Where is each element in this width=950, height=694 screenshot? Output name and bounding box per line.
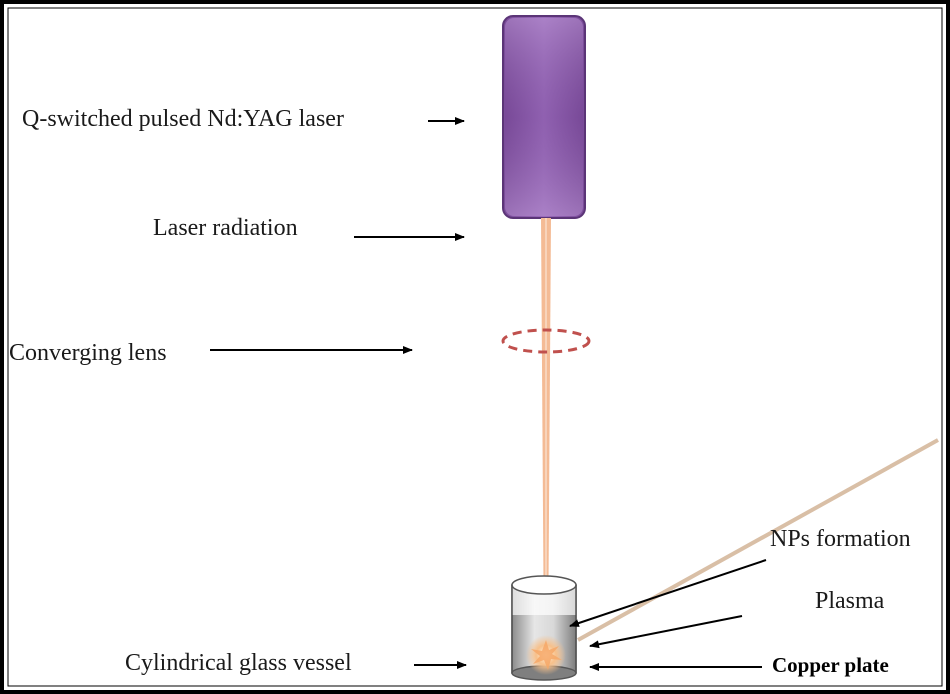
laser-device: [502, 15, 586, 219]
secondary-beam: [577, 438, 939, 642]
arrow-nps: [569, 559, 767, 627]
converging-lens: [501, 328, 591, 354]
plasma-glow: [526, 635, 566, 675]
label-lens: Converging lens: [9, 340, 167, 366]
label-laser: Q-switched pulsed Nd:YAG laser: [22, 106, 344, 132]
inner-border: [7, 7, 943, 687]
label-copper: Copper plate: [772, 653, 889, 677]
label-radiation: Laser radiation: [153, 215, 298, 241]
label-plasma: Plasma: [815, 588, 885, 614]
label-vessel: Cylindrical glass vessel: [125, 650, 352, 676]
label-nps: NPs formation: [770, 526, 911, 552]
arrow-plasma: [589, 615, 743, 649]
